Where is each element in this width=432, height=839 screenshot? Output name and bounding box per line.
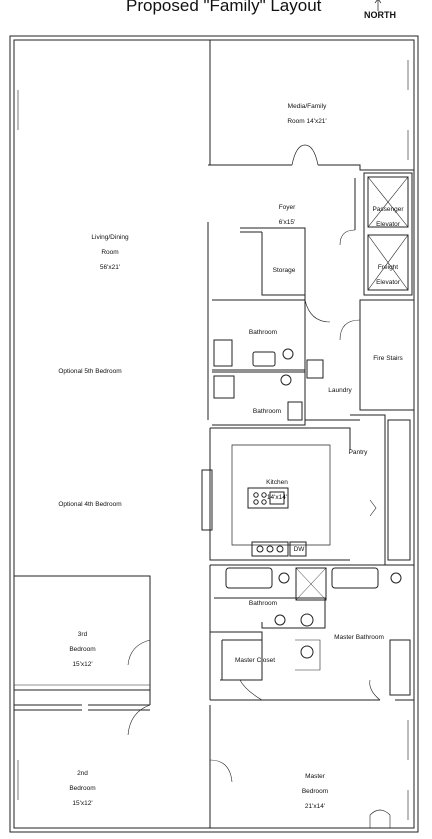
plan-title: Proposed "Family" Layout — [126, 0, 322, 15]
label-kitchen: Kitchen 14'x14' — [266, 478, 288, 501]
label-master-bedroom: Master Bedroom 21'x14' — [301, 772, 329, 810]
label-living-dining: Living/Dining Room 56'x21' — [91, 233, 129, 271]
label-media-room: Media/Family Room 14'x21' — [287, 102, 327, 125]
label-3rd-bedroom: 3rd Bedroom 15'x12' — [69, 630, 96, 668]
label-foyer: Foyer 6'x15' — [278, 203, 296, 226]
label-bathroom-2: Bathroom — [252, 408, 282, 415]
label-2nd-bedroom: 2nd Bedroom 15'x12' — [69, 769, 96, 807]
label-master-bathroom: Master Bathroom — [334, 634, 384, 641]
label-passenger-elevator: Passenger Elevator — [372, 205, 404, 228]
label-dishwasher: DW — [293, 546, 305, 553]
label-bathroom-3: Bathroom — [248, 600, 278, 607]
label-optional-5th-bedroom: Optional 5th Bedroom — [58, 368, 122, 375]
label-laundry: Laundry — [328, 387, 352, 394]
label-fire-stairs: Fire Stairs — [373, 355, 403, 362]
label-bathroom-1: Bathroom — [248, 329, 278, 336]
label-storage: Storage — [272, 267, 296, 274]
label-master-closet: Master Closet — [234, 657, 276, 664]
label-optional-4th-bedroom: Optional 4th Bedroom — [58, 501, 122, 508]
north-arrow-icon — [374, 0, 382, 11]
label-freight-elevator: Freight Elevator — [376, 263, 400, 286]
label-pantry: Pantry — [348, 449, 368, 456]
north-label: NORTH — [364, 10, 396, 20]
